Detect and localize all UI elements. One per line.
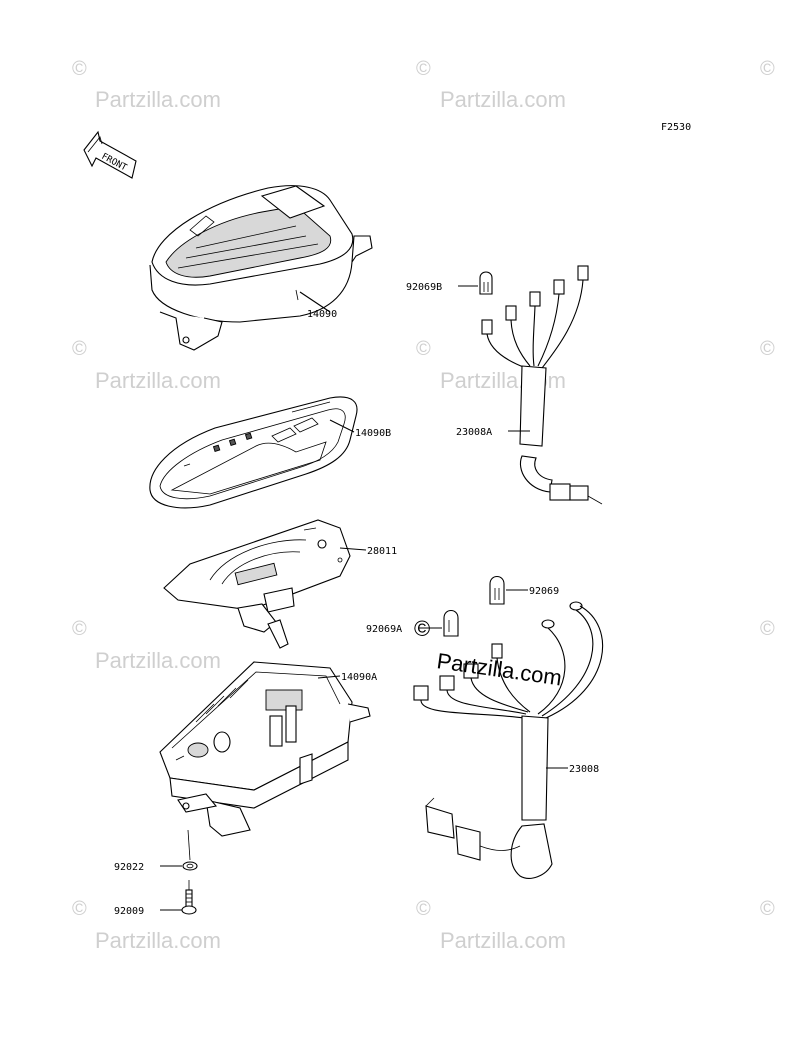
svg-text:©: © bbox=[416, 898, 431, 920]
watermark: © bbox=[760, 338, 775, 360]
figure-code: F2530 bbox=[661, 122, 691, 133]
svg-text:Partzilla.com: Partzilla.com bbox=[95, 87, 221, 112]
watermark: © Partzilla.com bbox=[416, 58, 566, 112]
part-label-28011: 28011 bbox=[367, 546, 397, 557]
watermark-grid: © Partzilla.com © Partzilla.com © © Partzil… bbox=[72, 58, 775, 953]
watermark: © Partzilla.com bbox=[72, 58, 221, 112]
svg-text:Partzilla.com: Partzilla.com bbox=[440, 87, 566, 112]
leader-14090B bbox=[329, 419, 355, 433]
svg-text:©: © bbox=[760, 618, 775, 640]
leader-14090A bbox=[317, 675, 341, 679]
leader-14090 bbox=[299, 291, 331, 313]
part-label-92069B: 92069B bbox=[406, 282, 442, 293]
part-label-14090: 14090 bbox=[307, 309, 337, 320]
svg-text:Partzilla.com: Partzilla.com bbox=[95, 368, 221, 393]
svg-text:©: © bbox=[416, 338, 431, 360]
svg-text:©: © bbox=[72, 338, 87, 360]
bulb-92069A bbox=[443, 609, 459, 637]
bulb-92069 bbox=[489, 575, 505, 605]
meter-face-panel bbox=[163, 519, 351, 649]
part-label-14090B: 14090B bbox=[355, 428, 391, 439]
meter-case-lower bbox=[159, 661, 371, 837]
part-label-14090A: 14090A bbox=[341, 672, 377, 683]
bulb-92069B bbox=[479, 271, 493, 295]
part-label-92069A: 92069A bbox=[366, 624, 402, 635]
svg-text:Partzilla.com: Partzilla.com bbox=[440, 928, 566, 953]
part-label-23008A: 23008A bbox=[456, 427, 492, 438]
meter-case-upper bbox=[149, 185, 373, 351]
part-label-92022: 92022 bbox=[114, 862, 144, 873]
svg-text:©: © bbox=[760, 58, 775, 80]
wire-harness-23008 bbox=[413, 601, 604, 879]
svg-text:Partzilla.com: Partzilla.com bbox=[95, 928, 221, 953]
svg-text:©: © bbox=[760, 338, 775, 360]
part-label-92069: 92069 bbox=[529, 586, 559, 597]
watermark: © bbox=[760, 58, 775, 80]
watermark: © bbox=[760, 618, 775, 640]
screw-92009 bbox=[181, 880, 197, 915]
svg-text:©: © bbox=[416, 58, 431, 80]
svg-text:©: © bbox=[72, 618, 87, 640]
watermark: © Partzilla.com bbox=[72, 898, 221, 953]
watermark: © Partzilla.com bbox=[72, 618, 221, 673]
svg-text:©: © bbox=[72, 58, 87, 80]
wire-harness-23008A bbox=[481, 265, 603, 505]
washer-92022 bbox=[182, 829, 198, 871]
leader-28011 bbox=[339, 547, 367, 551]
svg-text:©: © bbox=[414, 616, 430, 641]
svg-text:Partzilla.com: Partzilla.com bbox=[440, 368, 566, 393]
svg-text:©: © bbox=[72, 898, 87, 920]
part-label-23008: 23008 bbox=[569, 764, 599, 775]
watermark-center: © Partzilla.com bbox=[414, 616, 563, 690]
front-arrow-icon: FRONT bbox=[83, 130, 137, 179]
part-label-92009: 92009 bbox=[114, 906, 144, 917]
watermark: © Partzilla.com bbox=[72, 338, 221, 393]
svg-text:©: © bbox=[760, 898, 775, 920]
svg-text:Partzilla.com: Partzilla.com bbox=[95, 648, 221, 673]
watermark: © bbox=[760, 898, 775, 920]
meter-cover bbox=[149, 396, 358, 509]
watermark: © Partzilla.com bbox=[416, 898, 566, 953]
